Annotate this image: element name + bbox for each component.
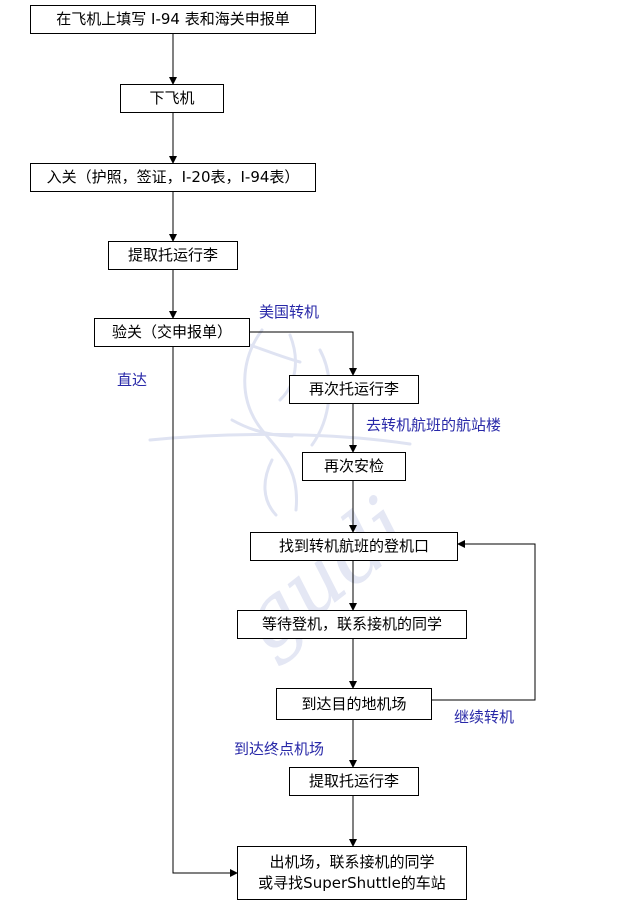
step-label: 找到转机航班的登机口 [278, 537, 429, 555]
step-label: 等待登机，联系接机的同学 [261, 615, 442, 633]
step-label: 提取托运行李 [308, 772, 399, 790]
label-us-transfer: 美国转机 [259, 303, 320, 321]
step-label-line-1: 出机场，联系接机的同学 [269, 853, 435, 871]
label-to-terminal: 去转机航班的航站楼 [366, 416, 502, 434]
step-label: 入关（护照，签证，I-20表，I-94表） [46, 168, 300, 186]
step-label: 验关（交申报单） [111, 323, 232, 341]
step-find-gate: 找到转机航班的登机口 [250, 532, 458, 561]
step-customs: 验关（交申报单） [94, 318, 250, 347]
step-label: 再次安检 [323, 457, 384, 475]
label-final-airport: 到达终点机场 [234, 740, 325, 758]
step-label: 在飞机上填写 I-94 表和海关申报单 [56, 10, 290, 28]
arrow-direct-to-exit [172, 347, 238, 877]
step-fill-forms: 在飞机上填写 I-94 表和海关申报单 [30, 5, 316, 34]
step-immigration: 入关（护照，签证，I-20表，I-94表） [30, 163, 316, 192]
step-recheck-baggage: 再次托运行李 [289, 375, 419, 404]
arrow-customs-to-recheck [250, 331, 357, 376]
step-label: 到达目的地机场 [301, 694, 407, 713]
step-label-line-2: 或寻找SuperShuttle的车站 [258, 874, 446, 892]
step-security-check: 再次安检 [302, 452, 406, 481]
step-arrive-destination: 到达目的地机场 [276, 688, 432, 720]
step-label: 下飞机 [149, 89, 195, 107]
step-wait-boarding: 等待登机，联系接机的同学 [237, 610, 467, 639]
step-deplane: 下飞机 [120, 84, 224, 113]
label-continue-transfer: 继续转机 [454, 708, 515, 726]
step-baggage-claim: 提取托运行李 [108, 241, 238, 270]
step-label: 提取托运行李 [127, 246, 218, 264]
step-final-baggage-claim: 提取托运行李 [289, 767, 419, 796]
step-label: 再次托运行李 [308, 380, 399, 398]
step-exit-airport: 出机场，联系接机的同学 或寻找SuperShuttle的车站 [237, 846, 467, 900]
arrow-continue-transfer-loop [432, 540, 536, 701]
label-direct: 直达 [117, 371, 148, 389]
